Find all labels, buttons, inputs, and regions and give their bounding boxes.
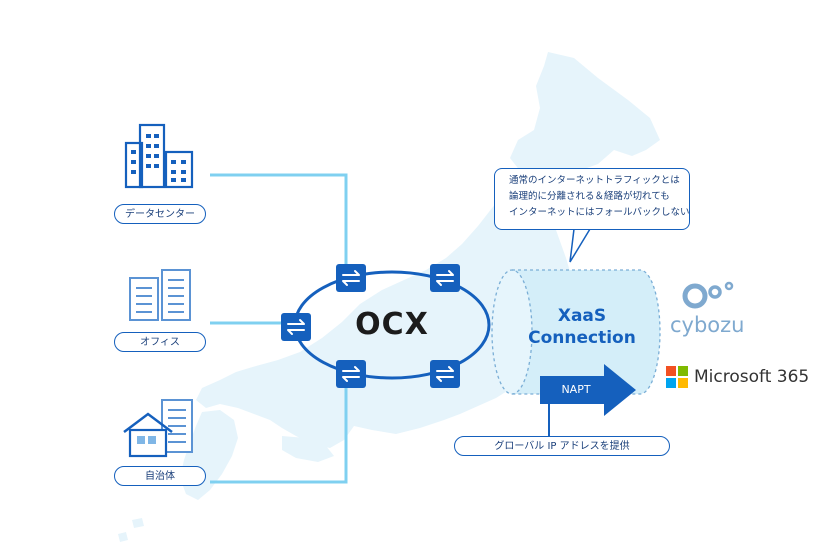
source-label-office: オフィス xyxy=(114,332,206,352)
cybozu-logo-icon xyxy=(682,281,734,309)
connector-lines xyxy=(210,173,348,484)
callout-bubble: 通常のインターネットトラフィックとは 論理的に分離される＆経路が切れても インタ… xyxy=(494,168,690,230)
japan-map-silhouette xyxy=(118,52,660,542)
municipality-house-icon xyxy=(123,399,193,458)
xaas-title-line1: XaaS xyxy=(557,306,607,326)
microsoft-365-logo-text: Microsoft 365 xyxy=(694,367,810,387)
source-label-datacenter: データセンター xyxy=(114,204,206,224)
source-label-municipality: 自治体 xyxy=(114,466,206,486)
xaas-title-line2: Connection xyxy=(528,328,636,348)
napt-label: NAPT xyxy=(561,383,591,396)
callout-line-2: 論理的に分離される＆経路が切れても xyxy=(509,191,670,202)
exchange-arrows-icon xyxy=(281,264,460,388)
napt-arrow xyxy=(540,364,636,416)
cybozu-logo-text: cybozu xyxy=(670,313,745,337)
napt-note: グローバル IP アドレスを提供 xyxy=(454,436,670,456)
callout-line-3: インターネットにはフォールバックしない xyxy=(509,207,690,218)
microsoft-logo-icon xyxy=(666,366,688,388)
xaas-connection-cylinder xyxy=(491,269,661,395)
office-building-icon xyxy=(129,269,191,321)
callout-tail xyxy=(569,228,591,263)
callout-line-1: 通常のインターネットトラフィックとは xyxy=(509,175,680,186)
datacenter-building-icon xyxy=(124,123,194,189)
ocx-logo: OCX xyxy=(355,307,429,342)
